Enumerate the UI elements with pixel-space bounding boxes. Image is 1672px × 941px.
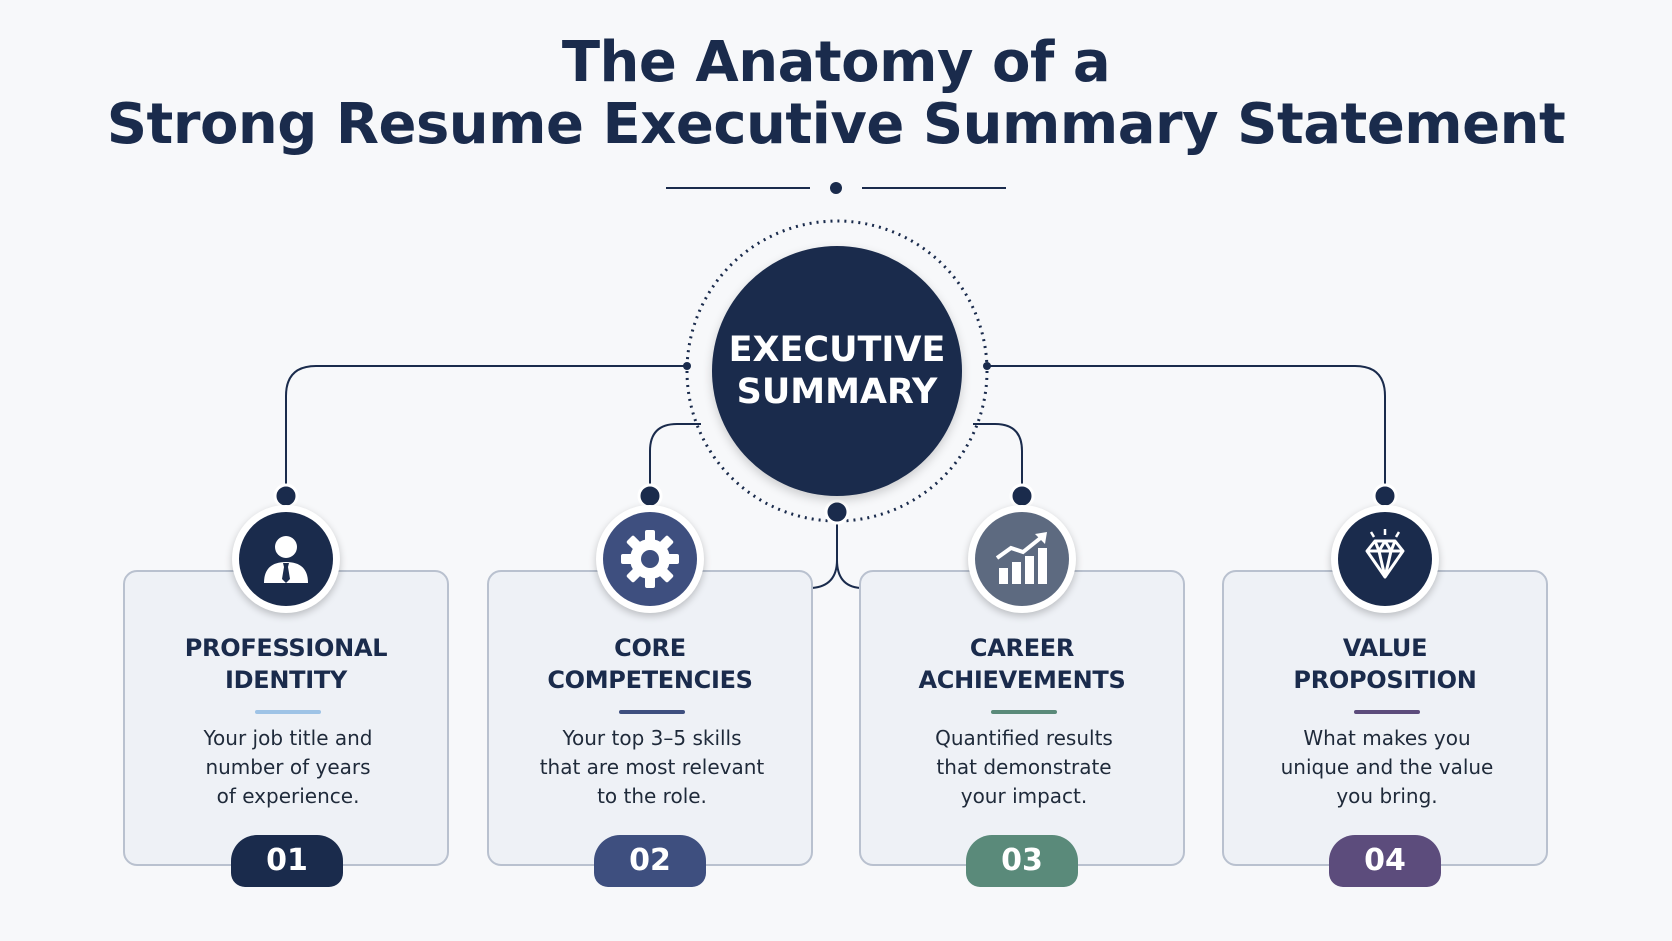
icon-badge-04	[1331, 505, 1439, 613]
icon-badge-02	[596, 505, 704, 613]
card-heading: CORE COMPETENCIES	[489, 632, 811, 696]
card-description-line: that are most relevant	[539, 755, 765, 779]
title-divider-dot	[830, 182, 842, 194]
page-title-line-1: The Anatomy of a	[561, 30, 1111, 95]
card-heading-line-2: IDENTITY	[225, 666, 347, 694]
junction-dot	[683, 362, 691, 370]
card-description: What makes you unique and the value you …	[1252, 724, 1522, 811]
step-badge-03: 03	[966, 835, 1078, 887]
card-description-line: What makes you	[1303, 726, 1471, 750]
card-description-line: number of years	[205, 755, 371, 779]
card-description: Quantified results that demonstrate your…	[889, 724, 1159, 811]
card-description: Your top 3–5 skills that are most releva…	[517, 724, 787, 811]
card-divider	[619, 710, 685, 714]
connector-01	[285, 365, 687, 495]
card-description-line: you bring.	[1336, 784, 1438, 808]
card-description-line: Your job title and	[203, 726, 373, 750]
node-dot-center	[824, 499, 850, 525]
component-card-career-achievements: CAREER ACHIEVEMENTS Quantified results t…	[859, 570, 1185, 866]
node-dot-02	[637, 483, 663, 509]
executive-summary-hub: EXECUTIVE SUMMARY	[712, 246, 962, 496]
person-icon	[239, 512, 333, 606]
connector-02	[649, 423, 701, 495]
component-card-value-proposition: VALUE PROPOSITION What makes you unique …	[1222, 570, 1548, 866]
page-title-line-2: Strong Resume Executive Summary Statemen…	[106, 92, 1566, 157]
card-heading-line-1: VALUE	[1342, 634, 1428, 662]
card-heading: CAREER ACHIEVEMENTS	[861, 632, 1183, 696]
card-divider	[1354, 710, 1420, 714]
step-badge-04: 04	[1329, 835, 1441, 887]
card-description-line: Your top 3–5 skills	[562, 726, 742, 750]
card-description-line: of experience.	[216, 784, 360, 808]
card-divider	[991, 710, 1057, 714]
card-heading-line-2: COMPETENCIES	[547, 666, 753, 694]
card-heading-line-2: ACHIEVEMENTS	[918, 666, 1126, 694]
card-heading-line-1: CAREER	[969, 634, 1075, 662]
gear-icon	[603, 512, 697, 606]
step-badge-02: 02	[594, 835, 706, 887]
card-heading-line-1: CORE	[614, 634, 686, 662]
card-description-line: that demonstrate	[936, 755, 1112, 779]
card-heading: PROFESSIONAL IDENTITY	[125, 632, 447, 696]
hub-label-line-1: EXECUTIVE	[728, 330, 946, 370]
node-dot-03	[1009, 483, 1035, 509]
card-description-line: unique and the value	[1280, 755, 1494, 779]
junction-dot	[983, 362, 991, 370]
icon-badge-03	[968, 505, 1076, 613]
icon-badge-01	[232, 505, 340, 613]
node-dot-01	[273, 483, 299, 509]
component-card-core-competencies: CORE COMPETENCIES Your top 3–5 skills th…	[487, 570, 813, 866]
step-badge-01: 01	[231, 835, 343, 887]
hub-label-line-2: SUMMARY	[736, 372, 938, 412]
card-heading-line-1: PROFESSIONAL	[184, 634, 388, 662]
growth-chart-icon	[975, 512, 1069, 606]
connector-03	[973, 423, 1023, 495]
card-description-line: your impact.	[960, 784, 1088, 808]
card-description: Your job title and number of years of ex…	[153, 724, 423, 811]
diamond-icon	[1338, 512, 1432, 606]
card-divider	[255, 710, 321, 714]
card-heading: VALUE PROPOSITION	[1224, 632, 1546, 696]
hub-dotted-ring	[685, 219, 989, 523]
connector-04	[987, 365, 1386, 495]
component-card-professional-identity: PROFESSIONAL IDENTITY Your job title and…	[123, 570, 449, 866]
card-description-line: Quantified results	[935, 726, 1113, 750]
card-description-line: to the role.	[597, 784, 707, 808]
card-heading-line-2: PROPOSITION	[1293, 666, 1477, 694]
connector-center	[811, 512, 861, 589]
node-dot-04	[1372, 483, 1398, 509]
